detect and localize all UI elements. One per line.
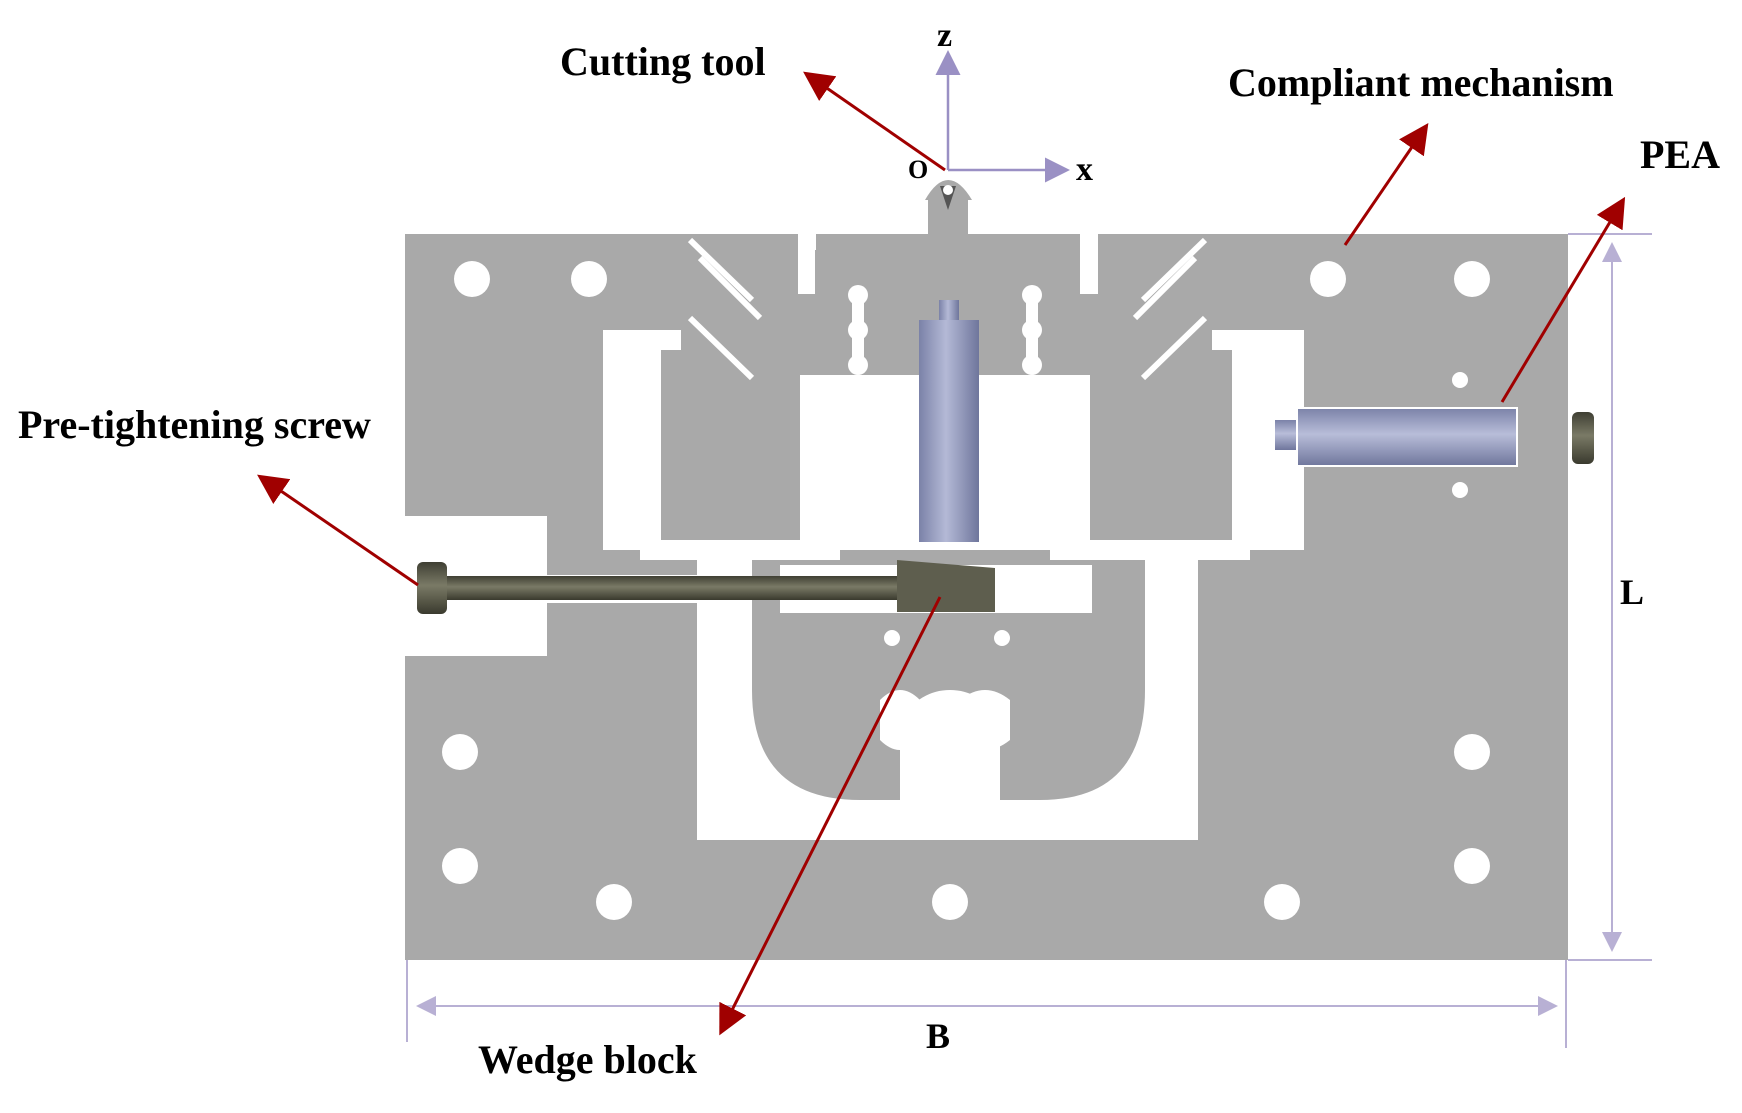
arrow-cutting-tool [803,71,946,172]
vertical-actuator [919,300,979,542]
label-cutting-tool: Cutting tool [560,39,766,84]
arrow-pre-tightening-screw [257,474,419,587]
coordinate-axes [935,50,1070,183]
arrow-compliant-mechanism [1343,123,1429,246]
label-pre-tightening-screw: Pre-tightening screw [18,402,371,447]
cutting-tool [940,185,956,210]
axis-label-x: x [1076,151,1093,188]
label-wedge-block: Wedge block [478,1037,698,1082]
pea-actuator [1275,407,1594,467]
diagonal-flexures [687,237,1208,381]
pre-tightening-screw [417,562,897,614]
arrow-wedge-block [719,596,942,1036]
dimension-label-length: L [1620,572,1644,612]
callout-arrows [257,71,1626,1036]
label-pea: PEA [1640,132,1720,177]
dimension-lines [406,233,1652,1048]
wedge-block [897,560,995,612]
origin-label: O [908,155,928,184]
dimension-label-breadth: B [926,1016,950,1056]
axis-label-z: z [937,17,952,54]
label-compliant-mechanism: Compliant mechanism [1228,60,1614,105]
mounting-holes [442,261,1490,920]
arrow-pea [1500,196,1626,403]
